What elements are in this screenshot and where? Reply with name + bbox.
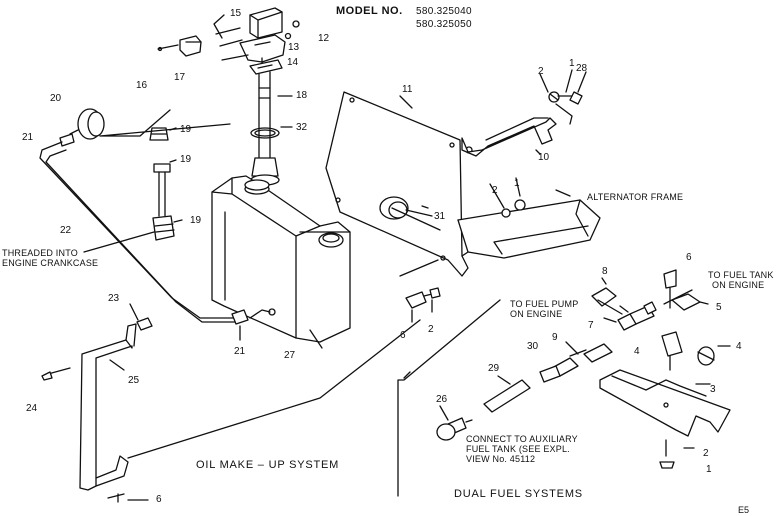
model-label: MODEL NO. [336, 5, 403, 17]
part-label-2-frame: 2 [492, 185, 498, 196]
part-label-9: 9 [552, 332, 558, 343]
breather-line-assembly [39, 108, 276, 341]
callout-alternator-frame: ALTERNATOR FRAME [587, 192, 684, 202]
section-title-oil-makeup: OIL MAKE – UP SYSTEM [196, 459, 340, 471]
callout-aux-line2: FUEL TANK (SEE EXPL. [466, 444, 570, 454]
part-label-19-mid: 19 [180, 154, 192, 165]
part-label-7: 7 [588, 320, 594, 331]
part-label-26: 26 [436, 394, 448, 405]
dual-fuel-assembly [436, 269, 731, 469]
page-code: E5 [738, 505, 750, 515]
part-label-3: 3 [710, 384, 716, 395]
callout-fuel-tank-line2: ON ENGINE [712, 280, 765, 290]
callout-aux-line1: CONNECT TO AUXILIARY [466, 434, 578, 444]
part-label-2-mid: 2 [428, 324, 434, 335]
part-label-2-bottom: 2 [703, 448, 709, 459]
part-label-28: 28 [576, 63, 588, 74]
part-label-17: 17 [174, 72, 186, 83]
part-label-15: 15 [230, 8, 242, 19]
part-label-2-top: 2 [538, 66, 544, 77]
leader-lines [421, 69, 629, 313]
model-number-2: 580.325050 [416, 19, 472, 30]
part-label-4-right: 4 [736, 341, 742, 352]
part-label-21-top: 21 [22, 132, 34, 143]
bracket-10 [461, 91, 583, 157]
model-number-1: 580.325040 [416, 6, 472, 17]
part-label-1-bottom: 1 [706, 464, 712, 475]
part-label-6-top: 6 [686, 252, 692, 263]
callout-fuel-tank-line1: TO FUEL TANK [708, 270, 774, 280]
part-label-6-bottom: 6 [156, 494, 162, 505]
part-label-1-frame: 1 [514, 178, 520, 189]
part-label-14: 14 [287, 57, 299, 68]
part-label-19-top: 19 [180, 124, 192, 135]
part-label-16: 16 [136, 80, 148, 91]
mounting-plate [325, 91, 473, 277]
part-label-29: 29 [488, 363, 500, 374]
section-divider [397, 299, 501, 497]
part-label-23: 23 [108, 293, 120, 304]
alternator-frame [391, 189, 601, 277]
section-title-dual-fuel: DUAL FUEL SYSTEMS [454, 488, 583, 500]
callout-fuel-pump-line2: ON ENGINE [510, 309, 563, 319]
part-label-30: 30 [527, 341, 539, 352]
part-label-6-mid: 6 [400, 330, 406, 341]
callout-fuel-pump-line1: TO FUEL PUMP [510, 299, 579, 309]
part-label-22: 22 [60, 225, 72, 236]
part-label-31: 31 [434, 211, 446, 222]
part-label-4-valve: 4 [634, 346, 640, 357]
part-label-27: 27 [284, 350, 296, 361]
part-label-24: 24 [26, 403, 38, 414]
part-label-21-bottom: 21 [234, 346, 246, 357]
mounting-bolt-6-2 [405, 287, 441, 323]
part-label-5: 5 [716, 302, 722, 313]
part-label-13: 13 [288, 42, 300, 53]
part-label-18: 18 [296, 90, 308, 101]
part-label-10: 10 [538, 152, 550, 163]
callout-crankcase-line2: ENGINE CRANKCASE [2, 258, 99, 268]
callout-aux-line3: VIEW No. 45112 [466, 454, 536, 464]
oil-makeup-tank [211, 175, 351, 349]
part-label-1-top: 1 [569, 58, 575, 69]
fill-tube-assembly [250, 71, 293, 186]
part-label-11: 11 [402, 84, 413, 95]
tank-support-bracket [41, 303, 421, 503]
part-label-19-bottom: 19 [190, 215, 202, 226]
part-label-20: 20 [50, 93, 62, 104]
part-label-8: 8 [602, 266, 608, 277]
callout-crankcase-line1: THREADED INTO [2, 248, 78, 258]
part-label-32: 32 [296, 122, 308, 133]
part-label-25: 25 [128, 375, 140, 386]
oil-level-switch-assembly [157, 7, 300, 75]
part-label-12: 12 [318, 33, 330, 44]
